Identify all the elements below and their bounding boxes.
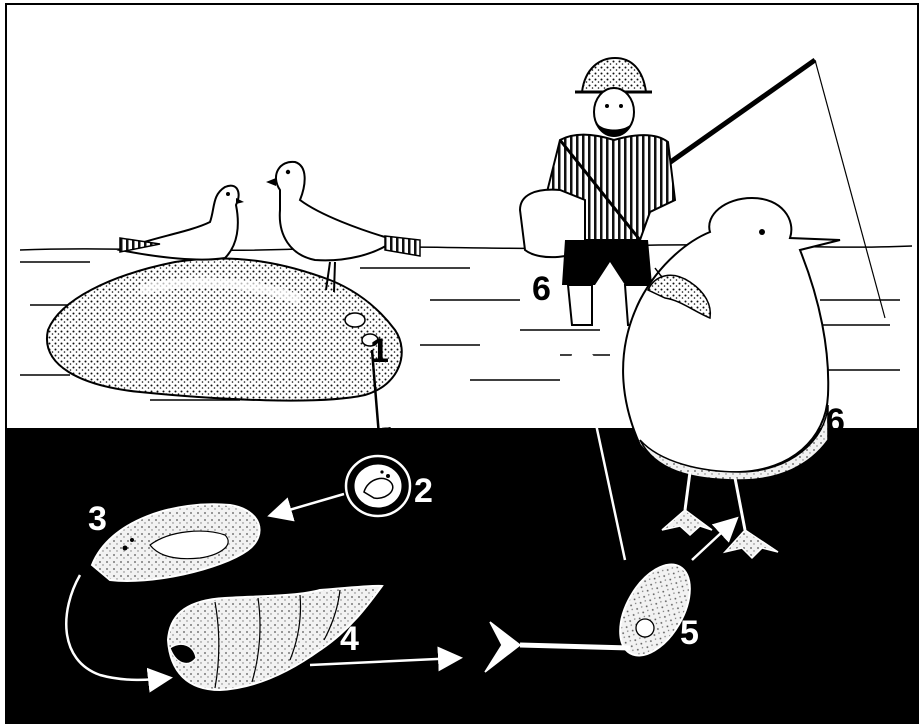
stage-label-6-fisherman: 6 bbox=[532, 270, 551, 308]
stage-label-2: 2 bbox=[414, 472, 433, 510]
stage-label-4: 4 bbox=[340, 620, 359, 658]
egg-capsule bbox=[346, 456, 410, 516]
stage-label-5: 5 bbox=[680, 614, 699, 652]
stage-label-1: 1 bbox=[370, 332, 389, 370]
stage-label-3: 3 bbox=[88, 500, 107, 538]
stage-label-6-gull: 6 bbox=[826, 402, 845, 440]
